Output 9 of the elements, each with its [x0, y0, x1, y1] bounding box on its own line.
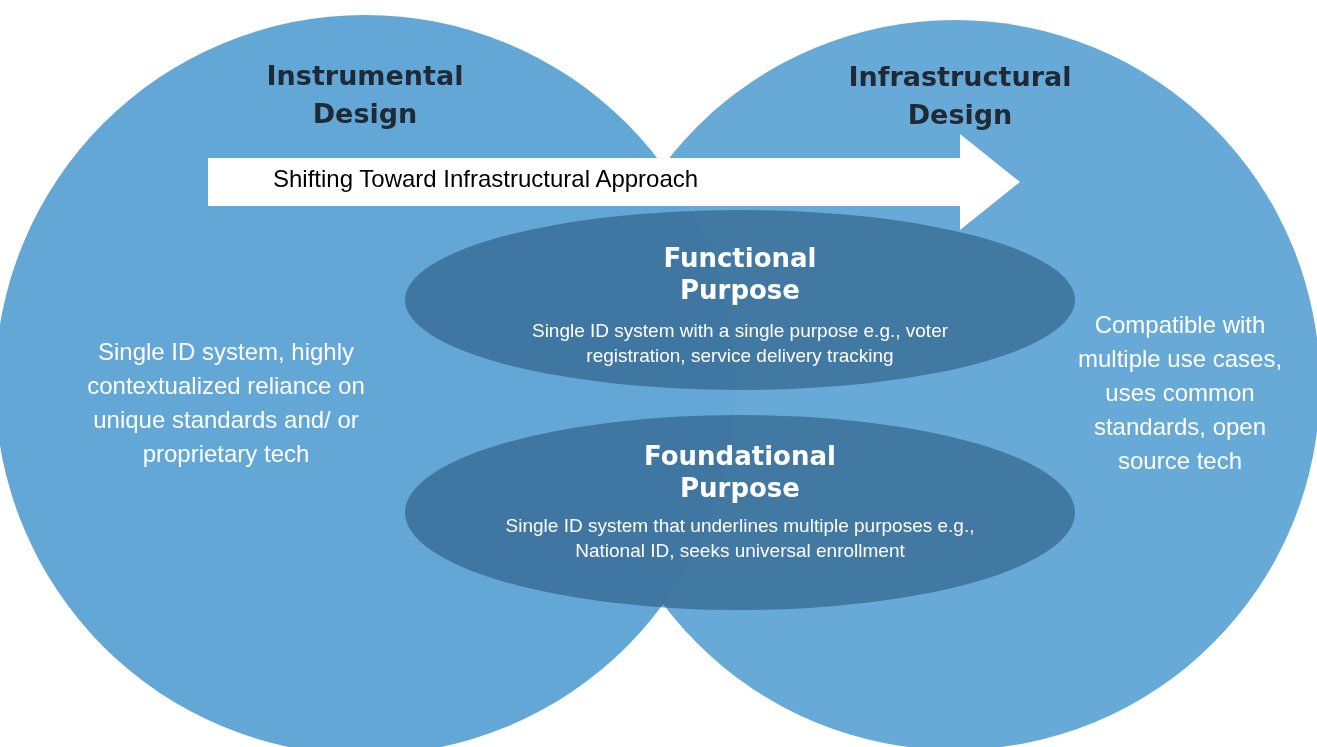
circle-heading: Instrumental Design [265, 59, 465, 131]
ellipse-heading: Foundational Purpose [643, 440, 837, 504]
ellipse-description: Single ID system with a single purpose e.g., voter registration, service delivery tracking [530, 319, 950, 368]
circle-heading: Infrastructural Design [847, 60, 1073, 132]
ellipse-heading: Functional Purpose [662, 242, 818, 306]
ellipse-description: Single ID system that underlines multiple purposes e.g., National ID, seeks universal enrollment [504, 514, 976, 563]
arrow-label: Shifting Toward Infrastructural Approach [273, 164, 699, 194]
circle-description: Single ID system, highly contextualized reliance on unique standards and/ or proprietary tech [86, 337, 366, 469]
circle-description: Compatible with multiple use cases, uses common standards, open source tech [1076, 310, 1284, 476]
